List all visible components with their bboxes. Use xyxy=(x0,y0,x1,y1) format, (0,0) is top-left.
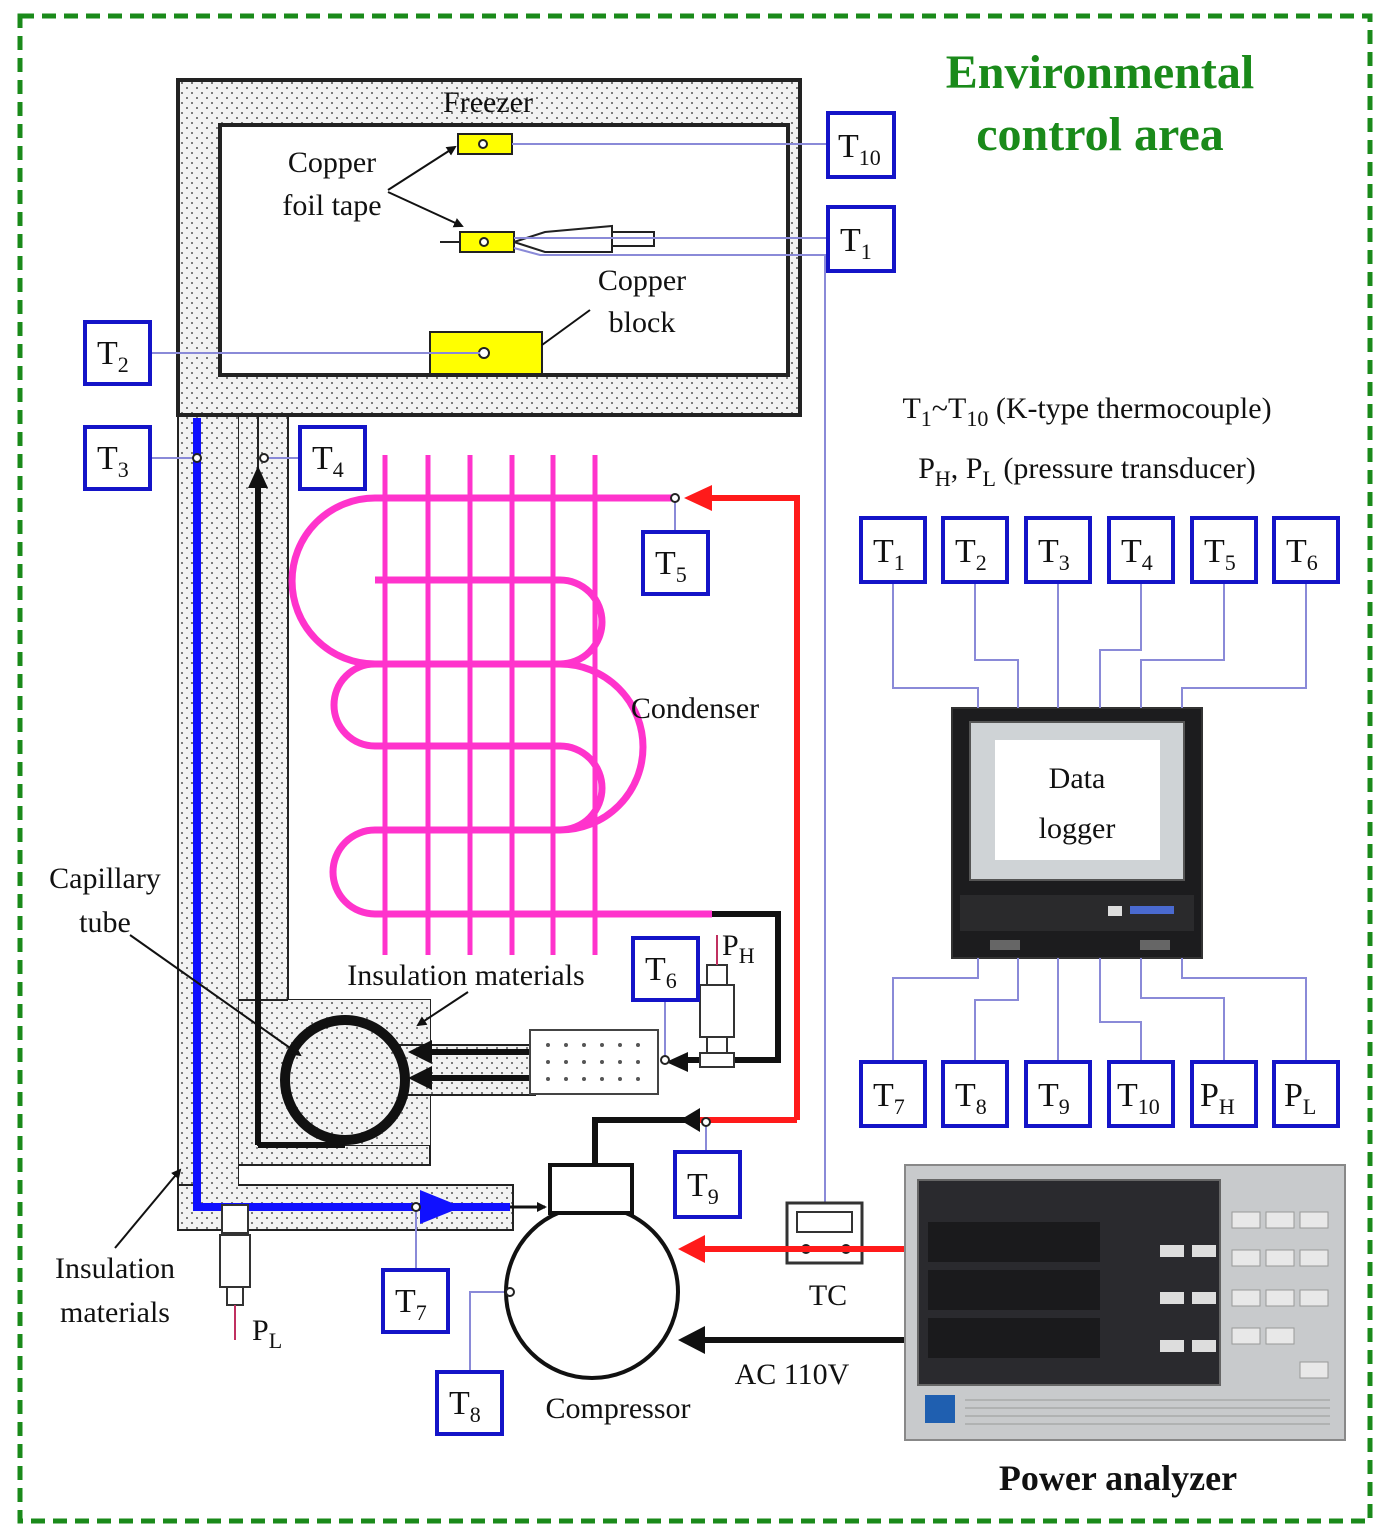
svg-text:T7: T7 xyxy=(395,1283,427,1325)
svg-text:T10: T10 xyxy=(838,128,881,170)
svg-text:T5: T5 xyxy=(1204,533,1236,575)
legend-thermocouple: T1~T10 (K-type thermocouple) xyxy=(902,392,1271,431)
pl-transducer-label: PL xyxy=(252,1314,282,1353)
logger-channel-ph: PH xyxy=(1190,1060,1258,1128)
sensor-t5: T5 xyxy=(641,530,710,596)
logger-channel-t10: T10 xyxy=(1107,1060,1175,1128)
logger-channel-t2: T2 xyxy=(941,516,1009,584)
svg-text:T4: T4 xyxy=(312,440,344,482)
condenser-label: Condenser xyxy=(631,692,759,725)
logger-wires xyxy=(892,582,1307,1062)
tc-label: TC xyxy=(809,1279,847,1312)
data-logger-label-2: logger xyxy=(1039,812,1116,845)
logger-channel-t7: T7 xyxy=(859,1060,927,1128)
sensor-t4: T4 xyxy=(298,425,367,491)
logger-channel-t9: T9 xyxy=(1024,1060,1092,1128)
copper-block-label-2: block xyxy=(609,306,676,339)
logger-channel-pl: PL xyxy=(1272,1060,1340,1128)
compressor xyxy=(504,1163,680,1380)
environmental-area-border xyxy=(17,13,1373,1524)
sensor-t9: T9 xyxy=(673,1150,742,1219)
svg-text:PL: PL xyxy=(1284,1077,1316,1119)
sensor-t1: T1 xyxy=(826,205,896,273)
suction-line xyxy=(192,418,547,1224)
sensor-t2: T2 xyxy=(83,320,152,386)
capillary-coil xyxy=(280,1015,410,1145)
data-logger-label-1: Data xyxy=(1049,762,1106,795)
svg-text:T8: T8 xyxy=(955,1077,987,1119)
sensor-t7: T7 xyxy=(381,1268,450,1334)
svg-text:T1: T1 xyxy=(873,533,905,575)
sensor-t10: T10 xyxy=(826,111,896,179)
svg-text:T9: T9 xyxy=(687,1167,719,1209)
legend-pressure: PH, PL (pressure transducer) xyxy=(918,452,1256,491)
insulation-center-label: Insulation materials xyxy=(347,959,584,992)
logger-channel-t3: T3 xyxy=(1024,516,1092,584)
svg-text:T2: T2 xyxy=(97,335,129,377)
tc-controller xyxy=(785,1201,864,1265)
svg-text:T3: T3 xyxy=(1038,533,1070,575)
svg-text:T10: T10 xyxy=(1117,1077,1160,1119)
capillary-label-1: Capillary xyxy=(49,862,161,895)
svg-text:T7: T7 xyxy=(873,1077,905,1119)
copper-foil-label-1: Copper xyxy=(288,146,376,179)
logger-channel-t8: T8 xyxy=(941,1060,1009,1128)
title-line-2: control area xyxy=(976,108,1224,161)
copper-block-label-1: Copper xyxy=(598,264,686,297)
compressor-label: Compressor xyxy=(546,1392,691,1425)
svg-text:T6: T6 xyxy=(645,951,677,993)
thermocouple-wires xyxy=(150,143,830,1372)
ac-voltage-label: AC 110V xyxy=(735,1358,850,1391)
ph-transducer-label: PH xyxy=(722,929,755,968)
insulation-left-label-2: materials xyxy=(60,1296,170,1329)
sensor-t3: T3 xyxy=(83,425,152,491)
condenser-coil xyxy=(288,455,712,955)
svg-text:T8: T8 xyxy=(449,1385,481,1427)
sensor-t6: T6 xyxy=(631,936,700,1002)
data-logger-device xyxy=(951,707,1203,959)
capillary-label-2: tube xyxy=(79,906,131,939)
logger-channel-t4: T4 xyxy=(1107,516,1175,584)
svg-text:T4: T4 xyxy=(1121,533,1153,575)
svg-text:T2: T2 xyxy=(955,533,987,575)
svg-text:T9: T9 xyxy=(1038,1077,1070,1119)
svg-text:T5: T5 xyxy=(655,545,687,587)
power-analyzer-device xyxy=(904,1164,1346,1441)
svg-text:T6: T6 xyxy=(1286,533,1318,575)
copper-foil-label-2: foil tape xyxy=(282,189,381,222)
insulation-left-label-1: Insulation xyxy=(55,1252,175,1285)
sensor-t8: T8 xyxy=(435,1370,504,1436)
logger-channel-t6: T6 xyxy=(1272,516,1340,584)
logger-channel-t5: T5 xyxy=(1190,516,1258,584)
low-pressure-transducer xyxy=(219,1204,251,1340)
hot-discharge-line xyxy=(592,485,800,1165)
freezer-label: Freezer xyxy=(443,86,533,119)
svg-text:T3: T3 xyxy=(97,440,129,482)
title-line-1: Environmental xyxy=(946,46,1254,99)
power-analyzer-label: Power analyzer xyxy=(999,1458,1237,1498)
svg-text:PH: PH xyxy=(1200,1077,1235,1119)
high-pressure-transducer xyxy=(699,935,735,1068)
svg-text:T1: T1 xyxy=(840,222,872,264)
filter-drier xyxy=(529,1029,659,1095)
logger-channel-t1: T1 xyxy=(859,516,927,584)
